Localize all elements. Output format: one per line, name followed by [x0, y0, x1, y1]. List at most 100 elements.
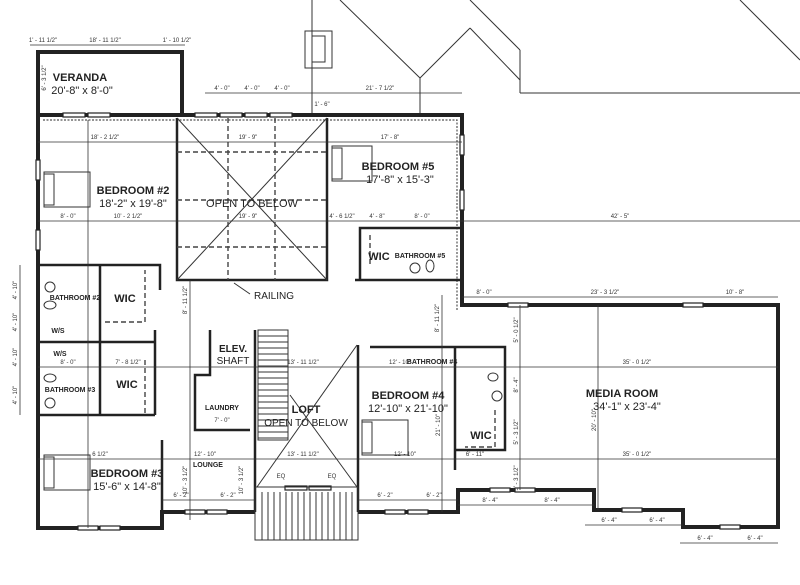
dim: 8' - 4"	[482, 498, 497, 504]
dim: 6 1/2"	[92, 452, 107, 458]
loft-open-label: OPEN TO BELOW	[264, 418, 348, 429]
dim: 10' - 3 1/2"	[183, 466, 189, 495]
wic-shelves	[105, 235, 496, 448]
dim: 6' - 2"	[426, 493, 441, 499]
chimney	[304, 30, 333, 69]
dim: 6' - 4"	[649, 518, 664, 524]
dim: 12' - 10"	[194, 452, 216, 458]
dim: 4' - 10"	[13, 386, 19, 405]
roof-outline	[311, 0, 800, 115]
dimension-labels: 1' - 11 1/2" 18' - 11 1/2" 1' - 10 1/2" …	[13, 38, 763, 542]
loft-open-to-below	[256, 344, 358, 488]
laundry-label: LAUNDRY	[205, 405, 239, 412]
dim: 23' - 3 1/2"	[591, 290, 620, 296]
dim: 8' - 0"	[414, 214, 429, 220]
dim: 1' - 10 1/2"	[163, 38, 192, 44]
laundry-size: 7' - 0"	[214, 418, 229, 424]
dim: 5' - 3 1/2"	[514, 419, 520, 444]
dim: 10' - 3 1/2"	[239, 466, 245, 495]
dim: 20' - 10"	[592, 409, 598, 431]
dim: 8' - 11 1/2"	[435, 304, 441, 332]
beds	[43, 145, 409, 491]
dim: EQ	[328, 474, 337, 480]
dim: 6' - 3 1/2"	[42, 65, 48, 90]
exterior-walls	[36, 50, 780, 530]
bedroom5-size: 17'-8" x 15'-3"	[366, 174, 434, 186]
dim: 8' - 4"	[514, 377, 520, 392]
dim: 6' - 4"	[697, 536, 712, 542]
dim: 35' - 0 1/2"	[623, 360, 652, 366]
dim: 4' - 10"	[13, 313, 19, 332]
dim: 17' - 8"	[381, 135, 400, 141]
dim: 4' - 10"	[13, 281, 19, 300]
dim: 6' - 4"	[601, 518, 616, 524]
dim: 8' - 11 1/2"	[183, 286, 189, 314]
bedroom3-size: 15'-6" x 14'-8"	[93, 481, 161, 493]
dim: 12' - 10"	[389, 360, 411, 366]
wic4-label: WIC	[470, 430, 491, 442]
dim: 5' - 0 1/2"	[514, 317, 520, 342]
dim: 6' - 11"	[466, 452, 484, 458]
bedroom5-label: BEDROOM #5	[362, 161, 435, 173]
bedroom4-label: BEDROOM #4	[372, 390, 446, 402]
dim: 42' - 5"	[611, 214, 630, 220]
elev-shaft-label-2: SHAFT	[217, 356, 250, 367]
room-labels: VERANDA 20'-8" x 8'-0" BEDROOM #2 18'-2"…	[45, 72, 661, 493]
interior-walls	[38, 118, 507, 541]
dim: 8' - 0"	[60, 214, 75, 220]
dim: 1' - 11 1/2"	[29, 38, 57, 44]
bedroom2-label: BEDROOM #2	[97, 185, 170, 197]
dim: 21' - 10"	[436, 414, 442, 436]
dim: 4' - 0"	[274, 86, 289, 92]
dim: 6' - 4"	[747, 536, 762, 542]
dim: 8' - 0"	[476, 290, 491, 296]
media-room-size: 34'-1" x 23'-4"	[593, 401, 661, 413]
dim: 18' - 11 1/2"	[89, 38, 121, 44]
dim: 8' - 4"	[544, 498, 559, 504]
dim: 4' - 8"	[369, 214, 384, 220]
dim: 7' - 8 1/2"	[115, 360, 140, 366]
dim: 4' - 10"	[13, 348, 19, 367]
media-room-label: MEDIA ROOM	[586, 388, 658, 400]
dim: 19' - 9"	[239, 135, 258, 141]
ws1-label: W/S	[51, 328, 65, 335]
lounge-label: LOUNGE	[193, 462, 223, 469]
bathroom2-label: BATHROOM #2	[50, 295, 101, 302]
railing-balcony	[261, 492, 353, 540]
dim: 18' - 2 1/2"	[91, 135, 120, 141]
railing-label: RAILING	[254, 291, 294, 302]
dim: 5' - 3 1/2"	[514, 465, 520, 490]
dim: 35' - 0 1/2"	[623, 452, 652, 458]
dim: 6' - 2"	[377, 493, 392, 499]
dim: 8' - 0"	[60, 360, 75, 366]
dim: 21' - 7 1/2"	[366, 86, 395, 92]
bedroom2-size: 18'-2" x 19'-8"	[99, 198, 167, 210]
dim: 6' - 2"	[220, 493, 235, 499]
wic2-label: WIC	[114, 293, 135, 305]
wic3-label: WIC	[116, 379, 137, 391]
dim: 13' - 11 1/2"	[287, 360, 319, 366]
bathroom5-label: BATHROOM #5	[395, 253, 446, 260]
dim: 6' - 2"	[173, 493, 188, 499]
dim: 1' - 6"	[314, 102, 329, 108]
windows	[35, 112, 741, 531]
elev-shaft-label: ELEV.	[219, 344, 247, 355]
veranda-label: VERANDA	[53, 72, 107, 84]
bedroom4-size: 12'-10" x 21'-10"	[368, 403, 448, 415]
open-to-below-label: OPEN TO BELOW	[206, 198, 299, 210]
wic5-label: WIC	[368, 251, 389, 263]
ws2-label: W/S	[53, 351, 67, 358]
loft-label: LOFT	[292, 404, 321, 416]
dim: 4' - 0"	[244, 86, 259, 92]
bathroom4-label: BATHROOM #4	[407, 359, 458, 366]
dimension-lines	[19, 44, 800, 544]
dim: 10' - 2 1/2"	[114, 214, 143, 220]
dim: 4' - 6 1/2"	[329, 214, 354, 220]
stairs	[257, 329, 289, 441]
dim: 4' - 0"	[214, 86, 229, 92]
dim: 10' - 8"	[726, 290, 745, 296]
dim: 12' - 10"	[394, 452, 416, 458]
dim: 19' - 9"	[239, 214, 258, 220]
fixtures	[43, 259, 503, 409]
